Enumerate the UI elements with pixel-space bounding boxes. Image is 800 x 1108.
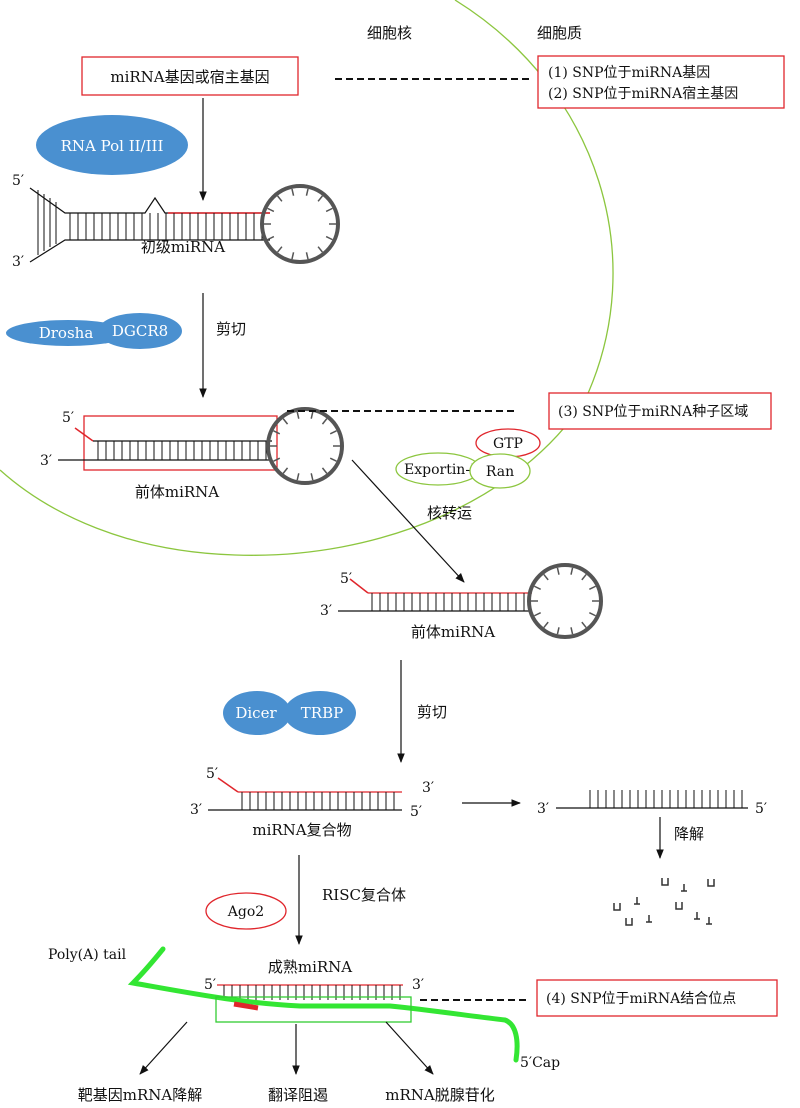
- duplex-3prime-bottom: 3′: [190, 802, 202, 818]
- snp-2-label: (2) SNP位于miRNA宿主基因: [548, 85, 738, 102]
- trbp-label: TRBP: [301, 704, 343, 722]
- cytoplasm-label: 细胞质: [537, 24, 582, 42]
- pri-mirna-label: 初级miRNA: [141, 238, 225, 256]
- snp-box-1-2: [537, 55, 785, 109]
- snp-4-label: (4) SNP位于miRNA结合位点: [546, 991, 736, 1007]
- pre-mirna-2-label: 前体miRNA: [411, 623, 495, 641]
- pri-5prime: 5′: [12, 173, 24, 189]
- outcome-3-label: mRNA脱腺苷化: [385, 1086, 494, 1104]
- pre-mirna-cytoplasm-structure: [338, 563, 603, 639]
- nuclear-export-label: 核转运: [427, 504, 472, 522]
- arrow-outcome-1: [139, 1021, 188, 1075]
- mature-5prime: 5′: [204, 977, 216, 993]
- mature-label: 成熟miRNA: [268, 958, 352, 976]
- nucleus-membrane: [0, 0, 614, 556]
- snp-box-4: [536, 979, 778, 1017]
- degrade-label: 降解: [674, 825, 704, 843]
- passenger-strand: [556, 790, 748, 809]
- duplex-label: miRNA复合物: [252, 821, 351, 839]
- rna-pol-label: RNA Pol II/III: [61, 137, 164, 155]
- drosha-enzyme: [6, 320, 130, 346]
- pre1-3prime: 3′: [40, 453, 52, 469]
- ago2-label: Ago2: [227, 904, 264, 920]
- snp-3-label: (3) SNP位于miRNA种子区域: [558, 404, 748, 420]
- degraded-fragments: [613, 878, 715, 926]
- dicer-label: Dicer: [235, 704, 277, 722]
- poly-a-label: Poly(A) tail: [48, 947, 127, 963]
- duplex-5prime-top: 5′: [206, 766, 218, 782]
- gene-box-label: miRNA基因或宿主基因: [110, 68, 269, 86]
- pri-mirna-structure: [29, 184, 340, 264]
- outcome-2-label: 翻译阻遏: [268, 1086, 328, 1104]
- pre-mirna-1-label: 前体miRNA: [135, 483, 219, 501]
- gene-box: [81, 56, 299, 96]
- trbp-enzyme: [284, 691, 356, 735]
- snp-site-mark: [233, 1001, 259, 1011]
- nucleus-label: 细胞核: [367, 24, 412, 42]
- rna-pol-enzyme: [36, 115, 188, 175]
- arrow-export: [351, 459, 465, 583]
- ago2-enzyme: [205, 892, 287, 930]
- risc-label: RISC复合体: [322, 886, 406, 904]
- gtp-label: GTP: [493, 436, 523, 452]
- ran-label: Ran: [486, 464, 514, 480]
- cap-label: 5′Cap: [520, 1055, 560, 1071]
- target-mrna: [127, 946, 520, 1063]
- mature-3prime: 3′: [412, 977, 424, 993]
- ran: [469, 453, 531, 489]
- snp-box-3: [548, 392, 772, 430]
- mature-mirna-strand: [217, 984, 403, 1000]
- binding-site-box: [215, 996, 412, 1023]
- pre-mirna-nuclear-structure: [58, 407, 344, 485]
- pri-3prime: 3′: [12, 254, 24, 270]
- exportin-label: Exportin-5: [404, 462, 479, 478]
- mirna-duplex-structure: [208, 777, 402, 811]
- dicer-enzyme: [223, 691, 291, 735]
- snp-1-label: (1) SNP位于miRNA基因: [548, 64, 710, 81]
- pre2-3prime: 3′: [320, 603, 332, 619]
- dgcr8-enzyme: [98, 313, 182, 349]
- passenger-5prime: 5′: [755, 801, 767, 817]
- pre2-5prime: 5′: [340, 571, 352, 587]
- duplex-5prime-bottom: 5′: [410, 804, 422, 820]
- cut-1-label: 剪切: [216, 320, 246, 338]
- duplex-3prime-top: 3′: [422, 780, 434, 796]
- drosha-label: Drosha: [39, 324, 94, 342]
- arrow-outcome-3: [385, 1021, 434, 1075]
- dgcr8-label: DGCR8: [112, 322, 168, 340]
- passenger-3prime: 3′: [537, 801, 549, 817]
- pre1-5prime: 5′: [62, 410, 74, 426]
- outcome-1-label: 靶基因mRNA降解: [78, 1086, 202, 1104]
- cut-2-label: 剪切: [417, 703, 447, 721]
